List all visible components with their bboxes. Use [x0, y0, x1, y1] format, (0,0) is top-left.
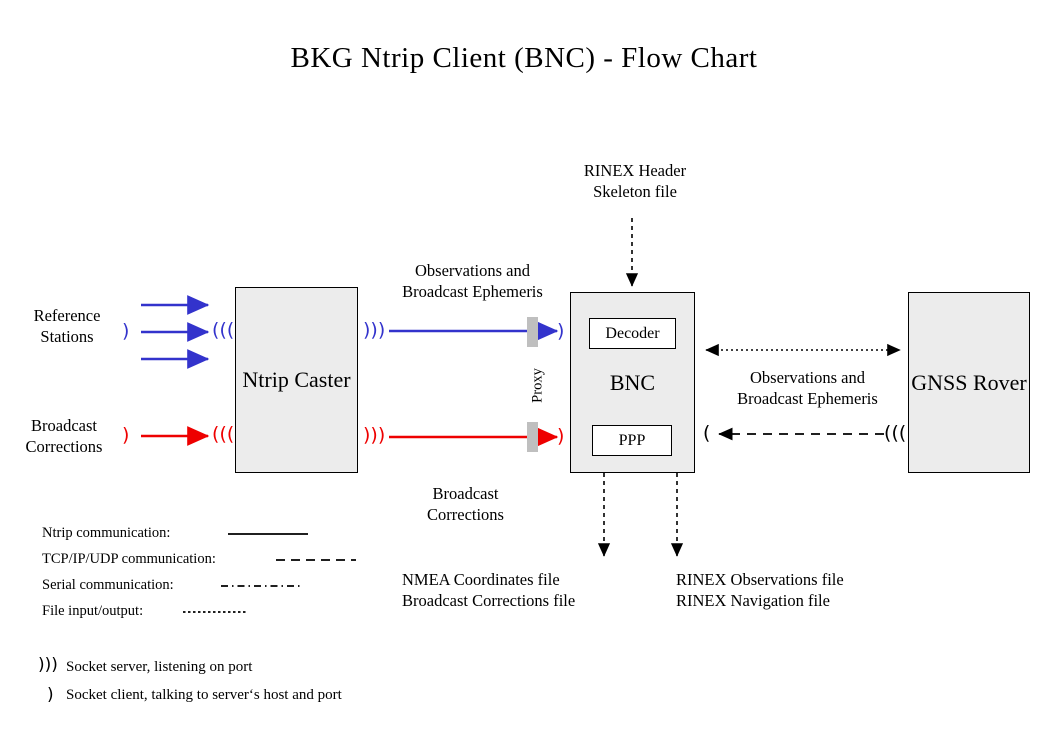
proxy-bar-top	[527, 317, 538, 347]
arrow-reference-stations	[141, 295, 210, 369]
broadcast-corrections-input-label: Broadcast Corrections	[25, 416, 103, 457]
proxy-bar-bottom	[527, 422, 538, 452]
socket-server-icon: )))	[363, 424, 386, 446]
legend-label-tcpip: TCP/IP/UDP communication:	[42, 551, 216, 567]
ppp-label: PPP	[618, 431, 646, 449]
reference-stations-label: Reference Stations	[33, 306, 101, 347]
proxy-label: Proxy	[529, 368, 546, 403]
page-title: BKG Ntrip Client (BNC) - Flow Chart	[290, 42, 758, 74]
legend-label-socket-client: Socket client, talking to server‘s host …	[66, 687, 342, 703]
decoder-label: Decoder	[605, 324, 660, 342]
socket-server-icon: )))	[363, 319, 386, 341]
gnss-rover-box[interactable]: GNSS Rover	[908, 292, 1030, 473]
bnc-label: BNC	[609, 369, 656, 395]
legend-label-ntrip: Ntrip communication:	[42, 525, 171, 541]
socket-client-icon: )	[47, 685, 54, 705]
socket-client-icon: )	[703, 422, 711, 444]
nmea-output-label: NMEA Coordinates file Broadcast Correcti…	[402, 570, 576, 611]
ppp-box[interactable]: PPP	[592, 425, 672, 456]
decoder-box[interactable]: Decoder	[589, 318, 676, 349]
socket-server-icon: )))	[38, 655, 58, 675]
socket-client-icon: )	[122, 424, 130, 446]
socket-server-icon: )))	[884, 422, 907, 444]
socket-client-icon: )	[557, 320, 565, 342]
legend-label-file-io: File input/output:	[42, 603, 144, 619]
socket-server-icon: )))	[212, 319, 235, 341]
broadcast-corrections-mid-label: Broadcast Corrections	[427, 484, 504, 525]
socket-client-icon: )	[557, 425, 565, 447]
ntrip-caster-box[interactable]: Ntrip Caster	[235, 287, 358, 473]
rinex-output-label: RINEX Observations file RINEX Navigation…	[676, 570, 844, 611]
observations-ephemeris-left-label: Observations and Broadcast Ephemeris	[402, 261, 543, 302]
legend-label-serial: Serial communication:	[42, 577, 174, 593]
observations-ephemeris-right-label: Observations and Broadcast Ephemeris	[737, 368, 878, 409]
rinex-skeleton-label: RINEX Header Skeleton file	[583, 161, 687, 202]
socket-server-icon: )))	[212, 423, 235, 445]
legend-label-socket-server: Socket server, listening on port	[66, 659, 253, 675]
ntrip-caster-label: Ntrip Caster	[242, 367, 351, 393]
socket-client-icon: )	[122, 320, 130, 342]
gnss-rover-label: GNSS Rover	[911, 369, 1027, 395]
